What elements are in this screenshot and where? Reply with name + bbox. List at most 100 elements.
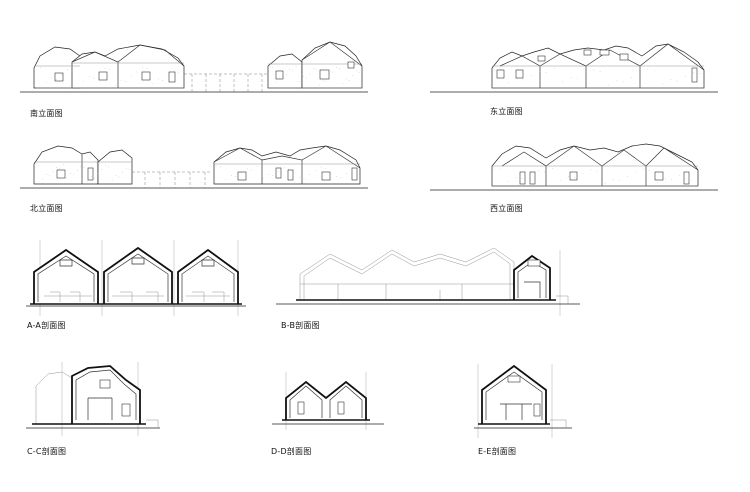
stipple-dot — [293, 180, 295, 182]
stipple-dot — [635, 172, 636, 174]
stipple-dot — [48, 175, 50, 177]
stipple-dot — [647, 68, 649, 70]
stipple-dot — [531, 75, 532, 76]
stipple-dot — [118, 176, 120, 178]
stipple-dot — [275, 82, 277, 83]
stipple-dot — [570, 77, 572, 78]
stipple-dot — [687, 171, 689, 173]
stipple-dot — [128, 169, 130, 170]
stipple-dot — [93, 177, 95, 179]
stipple-dot — [576, 78, 578, 80]
stipple-dot — [77, 65, 79, 67]
stipple-dot — [114, 84, 116, 86]
stipple-dot — [630, 77, 632, 79]
stipple-dot — [639, 73, 640, 74]
stipple-dot — [545, 72, 547, 73]
stipple-dot — [312, 68, 314, 69]
stipple-dot — [67, 69, 69, 70]
stipple-dot — [125, 167, 127, 169]
stipple-dot — [93, 77, 94, 79]
stipple-dot — [45, 82, 47, 83]
stipple-dot — [120, 79, 122, 81]
stipple-dot — [61, 74, 63, 75]
stipple-dot — [142, 66, 143, 68]
stipple-dot — [342, 83, 344, 85]
stipple-dot — [51, 77, 53, 79]
stipple-dot — [288, 168, 289, 170]
stipple-dot — [45, 174, 47, 175]
stipple-dot — [283, 167, 285, 169]
label-section-d-d: D-D剖面图 — [271, 447, 312, 456]
stipple-dot — [499, 168, 501, 170]
stipple-dot — [299, 177, 301, 178]
stipple-dot — [80, 165, 82, 167]
stipple-dot — [303, 178, 305, 179]
stipple-dot — [336, 176, 338, 177]
stipple-dot — [42, 178, 43, 180]
section-d-d-drawing — [272, 372, 384, 430]
stipple-dot — [665, 178, 667, 179]
stipple-dot — [552, 167, 553, 169]
stipple-dot — [56, 166, 58, 168]
stipple-dot — [553, 67, 555, 69]
east-elevation-drawing — [430, 43, 718, 93]
stipple-dot — [302, 76, 304, 77]
stipple-dot — [39, 67, 41, 68]
stipple-dot — [55, 78, 57, 80]
stipple-dot — [122, 172, 123, 173]
stipple-dot — [262, 177, 264, 179]
stipple-dot — [152, 83, 153, 85]
stipple-dot — [178, 71, 179, 73]
stipple-dot — [662, 83, 663, 85]
stipple-dot — [115, 175, 117, 177]
stipple-dot — [278, 171, 279, 173]
stipple-dot — [582, 173, 584, 175]
stipple-dot — [136, 71, 138, 73]
stipple-dot — [330, 179, 332, 181]
stipple-dot — [338, 68, 340, 69]
stipple-dot — [499, 68, 501, 70]
stipple-dot — [130, 76, 132, 78]
stipple-dot — [539, 70, 541, 72]
stipple-dot — [109, 69, 110, 71]
label-north-elevation: 北立面图 — [30, 204, 63, 213]
stipple-dot — [162, 80, 164, 81]
stipple-dot — [508, 82, 509, 84]
stipple-dot — [538, 170, 539, 172]
north-elevation-drawing — [20, 145, 368, 189]
stipple-dot — [522, 79, 524, 81]
stipple-dot — [124, 81, 126, 82]
stipple-dot — [77, 170, 78, 171]
stipple-dot — [626, 176, 628, 177]
stipple-dot — [168, 75, 169, 76]
stipple-dot — [604, 182, 606, 184]
label-section-e-e: E-E剖面图 — [478, 447, 517, 456]
stipple-dot — [97, 173, 99, 175]
stipple-dot — [292, 70, 293, 72]
stipple-dot — [251, 169, 252, 171]
stipple-dot — [108, 165, 109, 167]
stipple-dot — [521, 178, 523, 179]
stipple-dot — [544, 171, 545, 173]
stipple-dot — [693, 71, 695, 73]
stipple-dot — [574, 177, 576, 178]
stipple-dot — [104, 68, 106, 69]
stipple-dot — [59, 168, 60, 169]
stipple-dot — [356, 170, 357, 172]
west-elevation-drawing — [430, 143, 718, 191]
stipple-dot — [616, 80, 618, 82]
stipple-dot — [279, 77, 281, 79]
section-a-a-drawing — [26, 240, 246, 316]
stipple-dot — [91, 176, 92, 178]
stipple-dot — [315, 170, 316, 172]
stipple-dot — [643, 168, 644, 170]
stipple-dot — [657, 181, 658, 183]
stipple-dot — [352, 75, 354, 76]
stipple-dot — [679, 175, 681, 177]
stipple-dot — [73, 174, 74, 176]
stipple-dot — [272, 67, 274, 68]
stipple-dot — [329, 76, 330, 78]
label-east-elevation: 东立面图 — [490, 107, 523, 116]
